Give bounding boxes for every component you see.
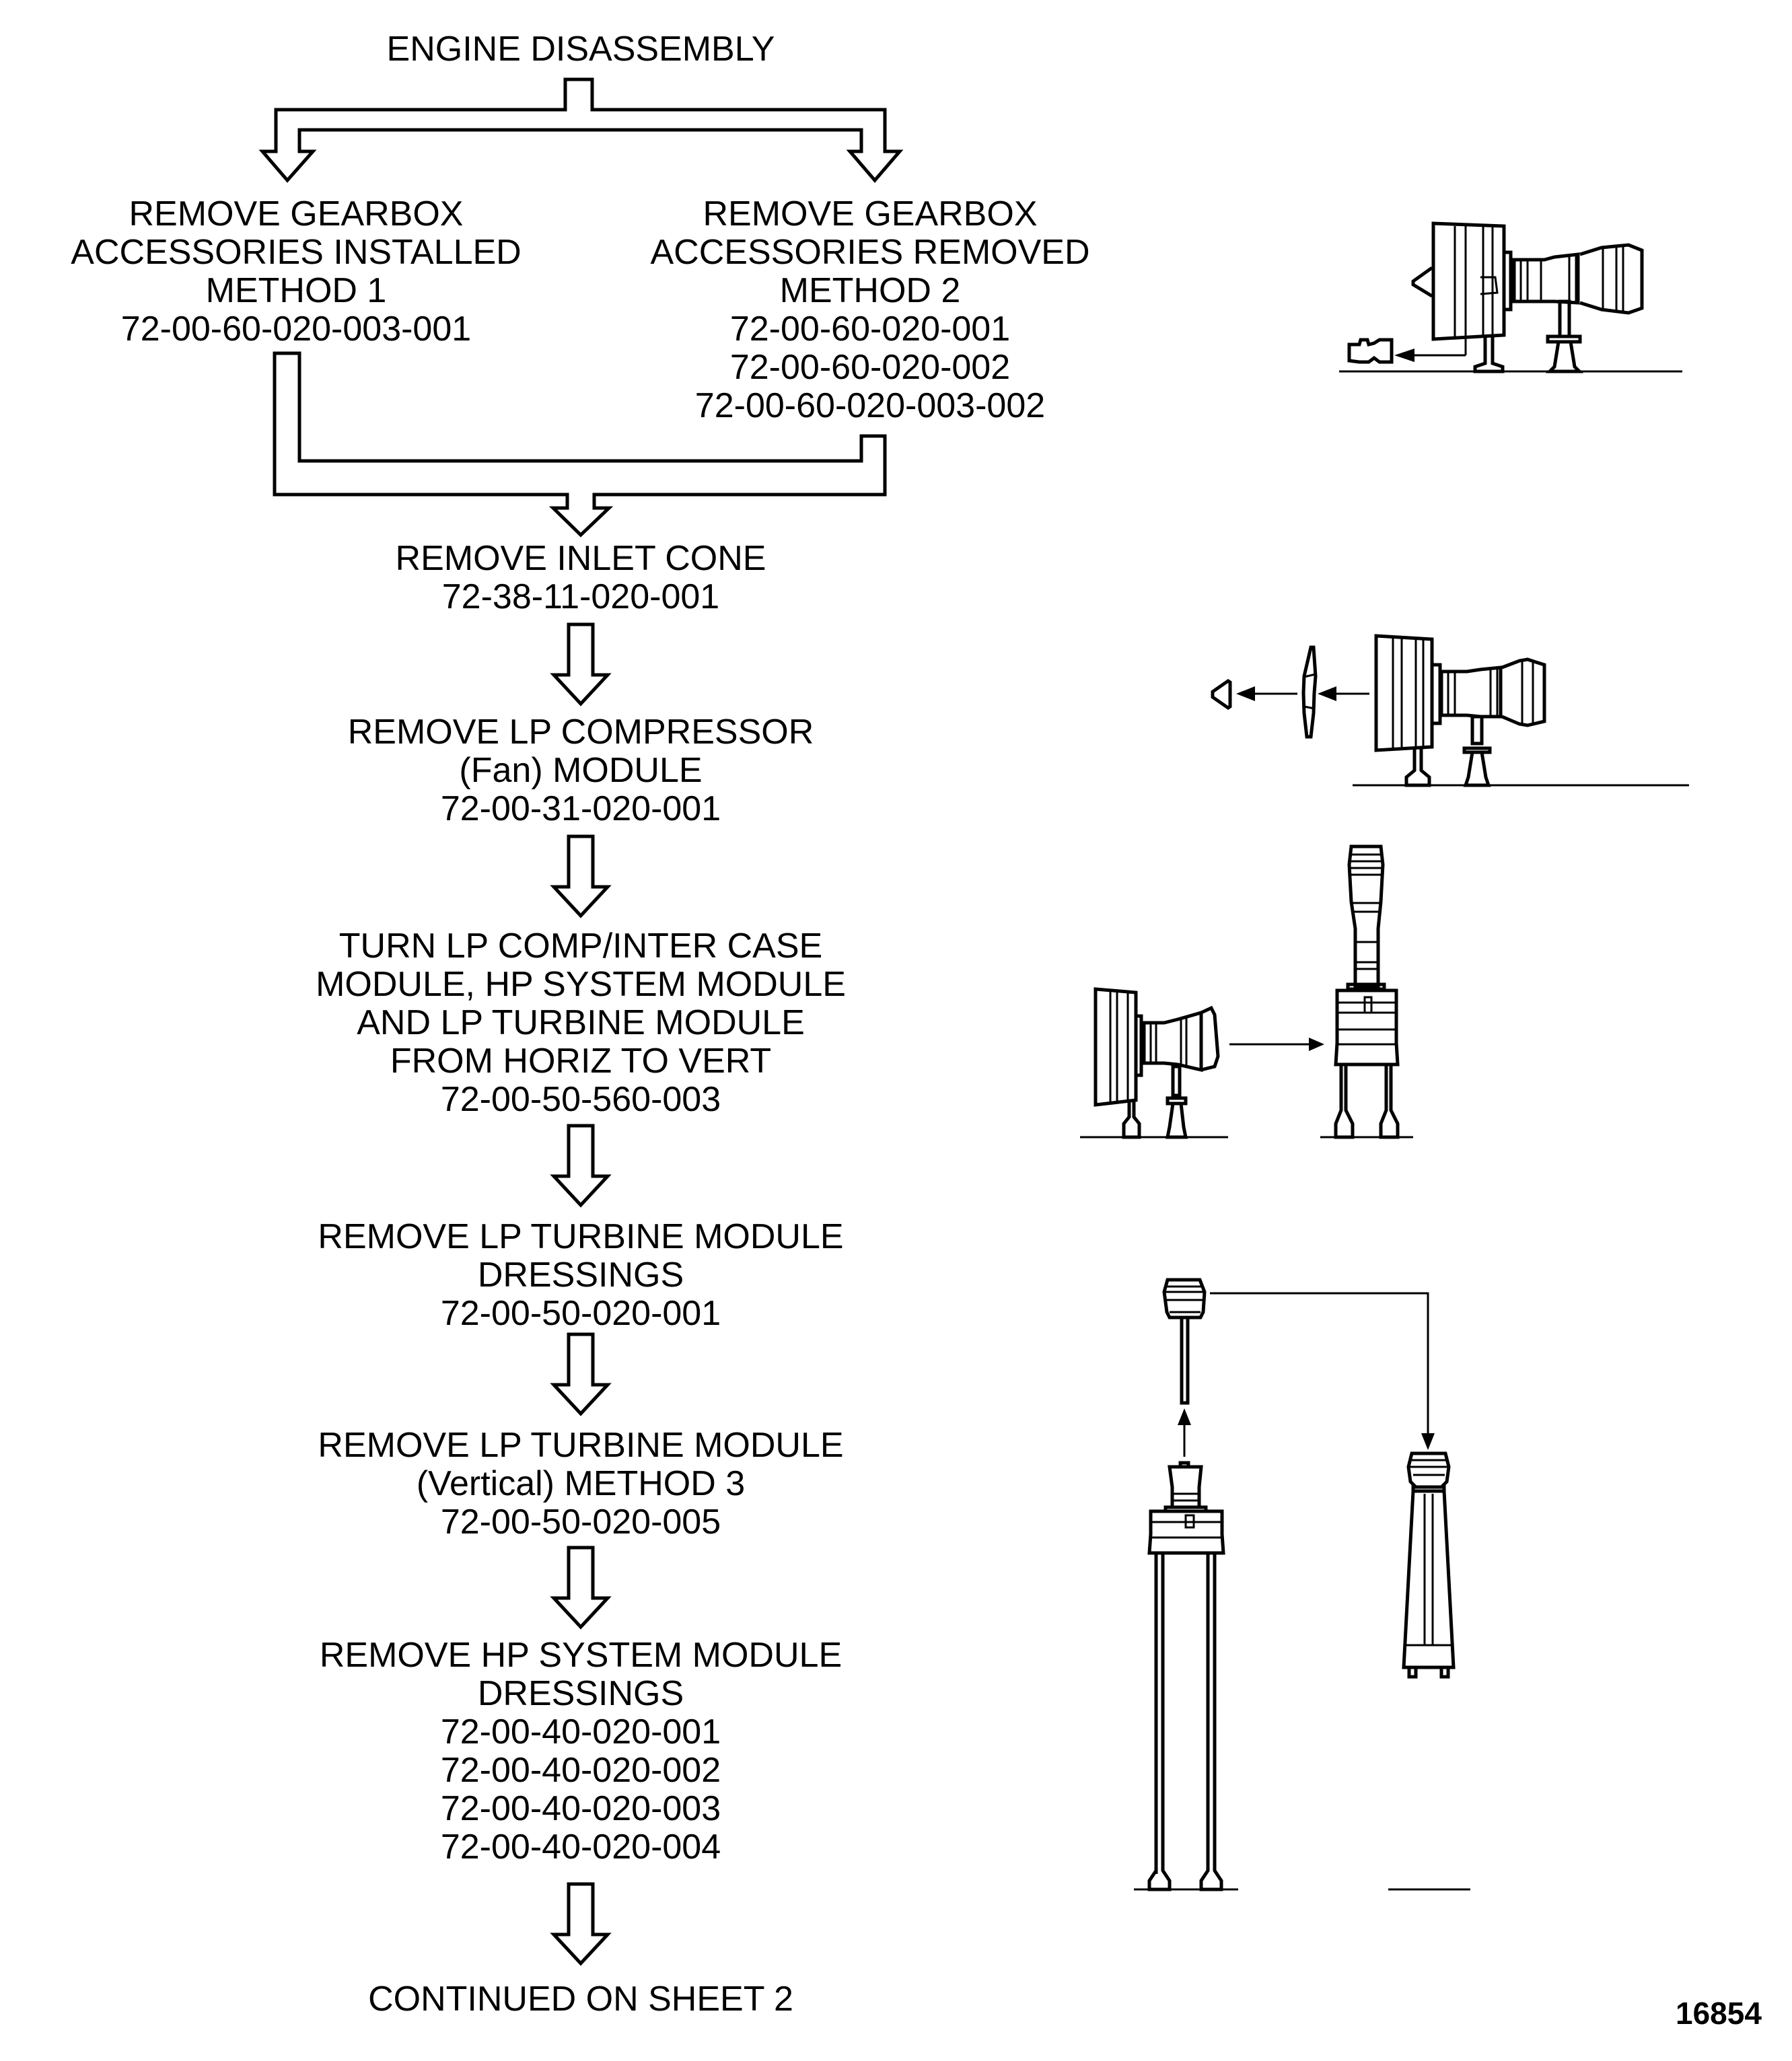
inlet-cone-removal-illustration [1211, 634, 1689, 787]
step-line: DRESSINGS [477, 1256, 684, 1295]
task-reference: 72-00-40-020-002 [440, 1751, 721, 1790]
task-reference: 72-00-60-020-003-001 [120, 310, 472, 349]
lpt-lift-illustration [1134, 1278, 1470, 1891]
merge-arrow-icon [273, 351, 887, 538]
step-line: MODULE, HP SYSTEM MODULE [316, 965, 846, 1004]
task-reference: 72-00-50-560-003 [440, 1080, 721, 1119]
down-arrow-icon [550, 834, 612, 918]
task-reference: 72-00-40-020-004 [440, 1828, 721, 1867]
step-line: (Vertical) METHOD 3 [416, 1464, 746, 1503]
engine-horizontal-illustration [1339, 221, 1682, 373]
step-remove-hp-dressings: REMOVE HP SYSTEM MODULE DRESSINGS 72-00-… [320, 1636, 842, 1867]
step-line: REMOVE LP COMPRESSOR [347, 713, 814, 752]
step-remove-lpt-module: REMOVE LP TURBINE MODULE (Vertical) METH… [318, 1426, 843, 1542]
down-arrow-icon [550, 1332, 612, 1416]
step-line: AND LP TURBINE MODULE [357, 1003, 805, 1042]
step-remove-lpt-dressings: REMOVE LP TURBINE MODULE DRESSINGS 72-00… [318, 1218, 843, 1333]
figure-number: 16854 [1676, 1996, 1762, 2031]
task-reference: 72-00-60-020-001 [729, 310, 1011, 349]
branch-line: REMOVE GEARBOX [703, 194, 1038, 233]
task-reference: 72-00-31-020-001 [440, 789, 721, 828]
down-arrow-icon [550, 1124, 612, 1208]
continued-note: CONTINUED ON SHEET 2 [368, 1980, 793, 2019]
flowchart-title: ENGINE DISASSEMBLY [386, 30, 775, 69]
step-remove-lp-compressor: REMOVE LP COMPRESSOR (Fan) MODULE 72-00-… [348, 713, 814, 828]
step-line: FROM HORIZ TO VERT [390, 1042, 772, 1081]
down-arrow-icon [550, 1882, 612, 1966]
down-arrow-icon [550, 1546, 612, 1630]
branch-line: ACCESSORIES REMOVED [650, 233, 1090, 272]
down-arrow-icon [550, 622, 612, 707]
split-arrow-icon [258, 77, 904, 183]
branch-method-2: REMOVE GEARBOX ACCESSORIES REMOVED METHO… [650, 195, 1089, 425]
step-line: (Fan) MODULE [459, 751, 703, 790]
turn-horiz-to-vert-illustration [1080, 844, 1413, 1139]
step-line: DRESSINGS [477, 1674, 684, 1713]
task-reference: 72-00-60-020-002 [729, 348, 1011, 387]
step-remove-inlet-cone: REMOVE INLET CONE 72-38-11-020-001 [396, 540, 766, 616]
task-reference: 72-00-40-020-001 [440, 1712, 721, 1751]
task-reference: 72-00-60-020-003-002 [694, 386, 1046, 425]
task-reference: 72-00-50-020-001 [440, 1294, 721, 1333]
task-reference: 72-00-40-020-003 [440, 1789, 721, 1828]
branch-method-1: REMOVE GEARBOX ACCESSORIES INSTALLED MET… [71, 195, 521, 349]
branch-line: ACCESSORIES INSTALLED [71, 233, 522, 272]
step-line: REMOVE LP TURBINE MODULE [318, 1426, 844, 1465]
step-turn-horiz-to-vert: TURN LP COMP/INTER CASE MODULE, HP SYSTE… [316, 927, 846, 1119]
step-line: REMOVE LP TURBINE MODULE [318, 1217, 844, 1256]
branch-line: REMOVE GEARBOX [129, 194, 464, 233]
step-line: TURN LP COMP/INTER CASE [338, 927, 823, 966]
branch-line: METHOD 1 [205, 271, 387, 310]
step-line: REMOVE HP SYSTEM MODULE [319, 1636, 843, 1675]
branch-line: METHOD 2 [779, 271, 961, 310]
task-reference: 72-38-11-020-001 [441, 577, 720, 616]
step-line: REMOVE INLET CONE [395, 539, 766, 578]
task-reference: 72-00-50-020-005 [440, 1503, 721, 1542]
